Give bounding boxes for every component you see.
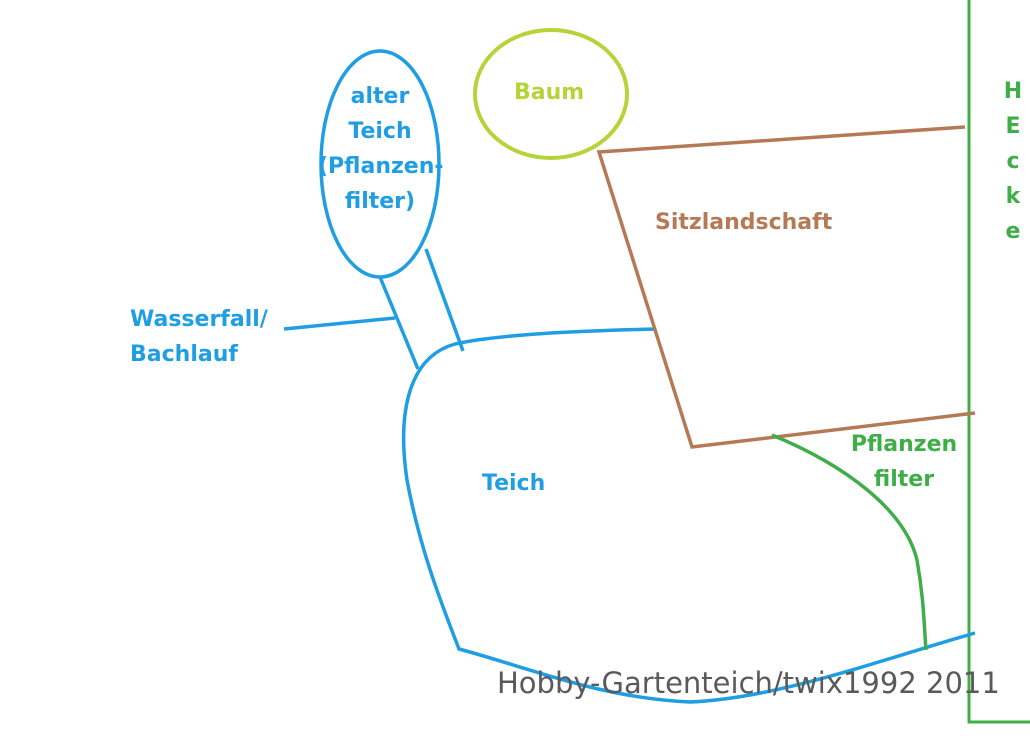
plant-filter-label: Pflanzen filter xyxy=(848,427,960,497)
waterfall-label-line1: Wasserfall/ xyxy=(130,307,268,332)
channel-right-line xyxy=(424,248,465,352)
waterfall-line xyxy=(283,316,396,331)
hedge-letter: k xyxy=(1005,184,1021,209)
old-pond-label-line4: filter) xyxy=(344,189,416,214)
hedge-letter: e xyxy=(1005,219,1021,244)
old-pond-label-line1: alter xyxy=(350,84,410,109)
plant-filter-outline xyxy=(771,433,928,651)
old-pond-label-line3: (Pflanzen- xyxy=(318,154,444,179)
main-pond-outline xyxy=(401,327,976,704)
hedge-line xyxy=(967,0,1030,724)
hedge-label: H E c k e xyxy=(1000,74,1026,249)
watermark: Hobby-Gartenteich/twix1992 2011 xyxy=(497,666,1000,700)
old-pond-label-line2: Teich xyxy=(348,119,412,144)
seating-label: Sitzlandschaft xyxy=(655,210,833,235)
tree-label: Baum xyxy=(514,80,585,105)
hedge-letter: H xyxy=(1003,79,1023,104)
waterfall-label: Wasserfall/ Bachlauf xyxy=(130,302,268,372)
old-pond-label: alter Teich (Pflanzen- filter) xyxy=(318,79,444,219)
seating-area-outline xyxy=(596,125,976,449)
channel-left-line xyxy=(378,276,420,370)
plant-filter-label-line2: filter xyxy=(873,467,935,492)
hedge-letter: c xyxy=(1006,149,1020,174)
waterfall-label-line2: Bachlauf xyxy=(130,342,238,367)
plant-filter-label-line1: Pflanzen xyxy=(850,432,958,457)
pond-label: Teich xyxy=(482,471,546,496)
tree-circle xyxy=(473,28,629,160)
hedge-letter: E xyxy=(1005,114,1021,139)
